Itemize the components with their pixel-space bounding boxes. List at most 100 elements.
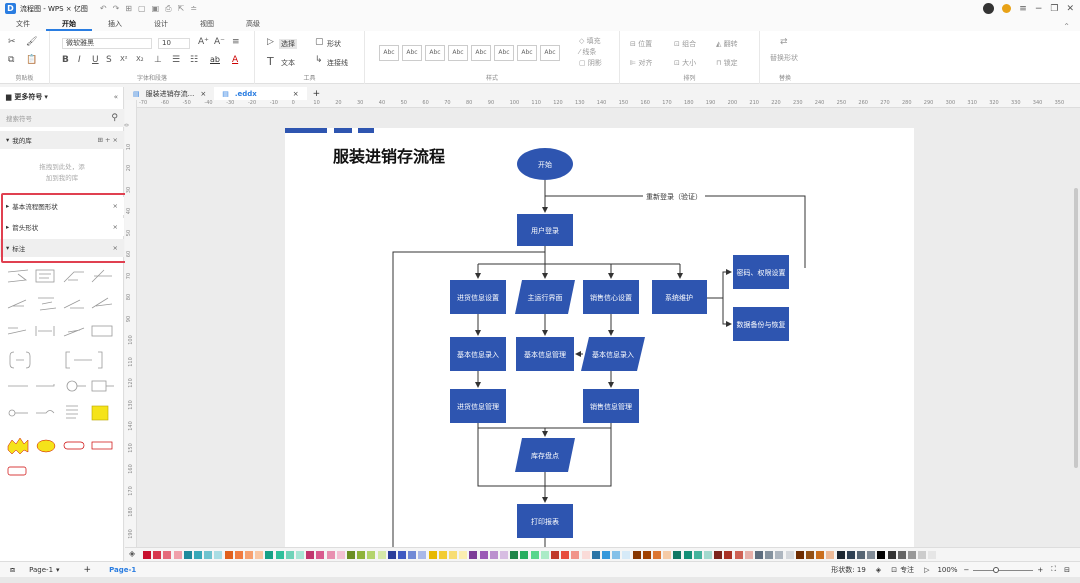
pointer-icon[interactable]: ▷ (267, 37, 274, 47)
color-swatch[interactable] (755, 551, 763, 559)
minimize-button[interactable]: − (1034, 3, 1043, 14)
fill-bucket-icon[interactable]: ◈ (129, 549, 136, 558)
underline-icon[interactable]: U (92, 55, 99, 65)
fullscreen-icon[interactable]: ⊟ (1064, 565, 1070, 574)
close-icon[interactable]: × (112, 223, 118, 231)
my-library-section[interactable]: ▾ 我的库 ⊞ + × (0, 131, 124, 149)
relogin-label[interactable]: 重新登录（验证） (646, 192, 702, 201)
color-swatch[interactable] (693, 551, 702, 559)
copy-icon[interactable]: ⧉ (8, 55, 15, 65)
color-swatch[interactable] (245, 551, 253, 559)
more-symbols-header[interactable]: ▆ 更多符号 ▾ « (0, 87, 124, 107)
color-swatch[interactable] (316, 551, 325, 559)
color-swatch[interactable] (683, 551, 692, 559)
login-node[interactable] (517, 214, 573, 246)
color-swatch[interactable] (479, 551, 488, 559)
color-swatch[interactable] (846, 551, 855, 559)
color-swatch[interactable] (897, 551, 906, 559)
library-section-basic-flowchart[interactable]: ▸ 基本流程图形状 × (0, 197, 124, 215)
main-ui-node[interactable] (515, 280, 575, 314)
bullet-list-icon[interactable]: ☰ (172, 55, 181, 65)
callout-shape[interactable] (7, 269, 29, 283)
menu-button[interactable]: ≡ (1019, 3, 1027, 14)
callout-shape[interactable] (63, 271, 84, 283)
color-swatch[interactable] (183, 551, 192, 559)
subscript-icon[interactable]: X₂ (136, 55, 144, 63)
callout-shape[interactable] (91, 380, 114, 392)
shape-button[interactable]: 形状 (327, 40, 341, 48)
search-icon[interactable]: ⚲ (111, 113, 118, 123)
line-button[interactable]: ⁄ 线条 (579, 48, 597, 56)
color-swatch[interactable] (622, 551, 631, 559)
color-swatch[interactable] (571, 551, 580, 559)
align-icon[interactable]: ≡ (232, 37, 240, 47)
color-swatch[interactable] (734, 551, 743, 559)
export-icon[interactable]: ⇱ (177, 3, 185, 13)
callout-shape[interactable] (91, 269, 112, 283)
style-sample[interactable]: Abc (379, 45, 399, 61)
color-swatch[interactable] (143, 551, 151, 559)
backup-node[interactable] (733, 307, 789, 341)
label-callout-shape[interactable] (7, 466, 27, 476)
replace-shape-button[interactable]: 替换形状 (770, 54, 798, 62)
color-swatch[interactable] (377, 551, 386, 559)
maximize-button[interactable]: ❐ (1050, 3, 1059, 14)
color-swatch[interactable] (836, 551, 845, 559)
color-swatch[interactable] (816, 551, 825, 559)
add-tab-icon[interactable]: + (312, 88, 321, 99)
start-node[interactable] (517, 148, 573, 180)
collapse-panel-icon[interactable]: « (113, 93, 118, 101)
color-swatch[interactable] (704, 551, 712, 559)
style-sample[interactable]: Abc (517, 45, 537, 61)
color-swatch[interactable] (806, 551, 814, 559)
print-icon[interactable]: ⎙ (165, 3, 172, 13)
open-icon[interactable]: ▢ (138, 3, 146, 13)
color-swatch[interactable] (857, 551, 865, 559)
purchase-settings-node[interactable] (450, 280, 506, 314)
strikethrough-icon[interactable]: S (106, 55, 112, 65)
layers-icon[interactable]: ◈ (875, 565, 882, 574)
cut-icon[interactable]: ✂ (8, 37, 16, 47)
library-section-callouts[interactable]: ▾ 标注 × (0, 239, 124, 257)
color-swatch[interactable] (173, 551, 182, 559)
numbered-list-icon[interactable]: ☷ (190, 55, 199, 65)
font-shrink-icon[interactable]: A⁻ (214, 37, 225, 47)
purchase-management-node[interactable] (450, 389, 506, 423)
drawing-canvas[interactable]: 服装进销存流程 (137, 108, 1080, 547)
callout-shape[interactable] (35, 269, 55, 283)
color-swatch[interactable] (591, 551, 600, 559)
zoom-in-icon[interactable]: + (1037, 565, 1044, 574)
color-swatch[interactable] (418, 551, 427, 559)
callout-shape[interactable] (65, 351, 103, 369)
close-icon[interactable]: × (292, 89, 299, 98)
color-swatch[interactable] (275, 551, 284, 559)
color-swatch[interactable] (489, 551, 498, 559)
color-swatch[interactable] (714, 551, 723, 559)
color-swatch[interactable] (500, 551, 508, 559)
color-swatch[interactable] (744, 551, 753, 559)
basic-entry-node[interactable] (450, 337, 506, 371)
color-swatch[interactable] (673, 551, 682, 559)
burst-callout-shape[interactable] (36, 439, 56, 453)
shadow-button[interactable]: ▢ 阴影 (579, 59, 602, 67)
close-icon[interactable]: × (112, 244, 118, 252)
color-swatch[interactable] (642, 551, 651, 559)
color-swatch[interactable] (285, 551, 294, 559)
active-page-tab[interactable]: Page-1 (109, 565, 137, 574)
close-icon[interactable]: × (112, 202, 118, 210)
text-icon[interactable]: T (267, 55, 274, 68)
color-swatch[interactable] (551, 551, 559, 559)
tab-insert[interactable]: 插入 (108, 20, 122, 28)
add-page-icon[interactable]: + (83, 564, 92, 575)
color-swatch[interactable] (602, 551, 610, 559)
color-swatch[interactable] (296, 551, 304, 559)
tab-design[interactable]: 设计 (154, 20, 168, 28)
color-swatch[interactable] (530, 551, 539, 559)
align-button[interactable]: ⊫ 对齐 (630, 59, 653, 67)
color-swatch[interactable] (357, 551, 366, 559)
page-selector[interactable]: Page-1 ▾ (29, 566, 59, 574)
rounded-callout-shape[interactable] (63, 441, 85, 450)
callout-shape[interactable] (9, 351, 31, 369)
focus-label[interactable]: 专注 (900, 565, 915, 574)
save-icon[interactable]: ▣ (151, 3, 160, 13)
